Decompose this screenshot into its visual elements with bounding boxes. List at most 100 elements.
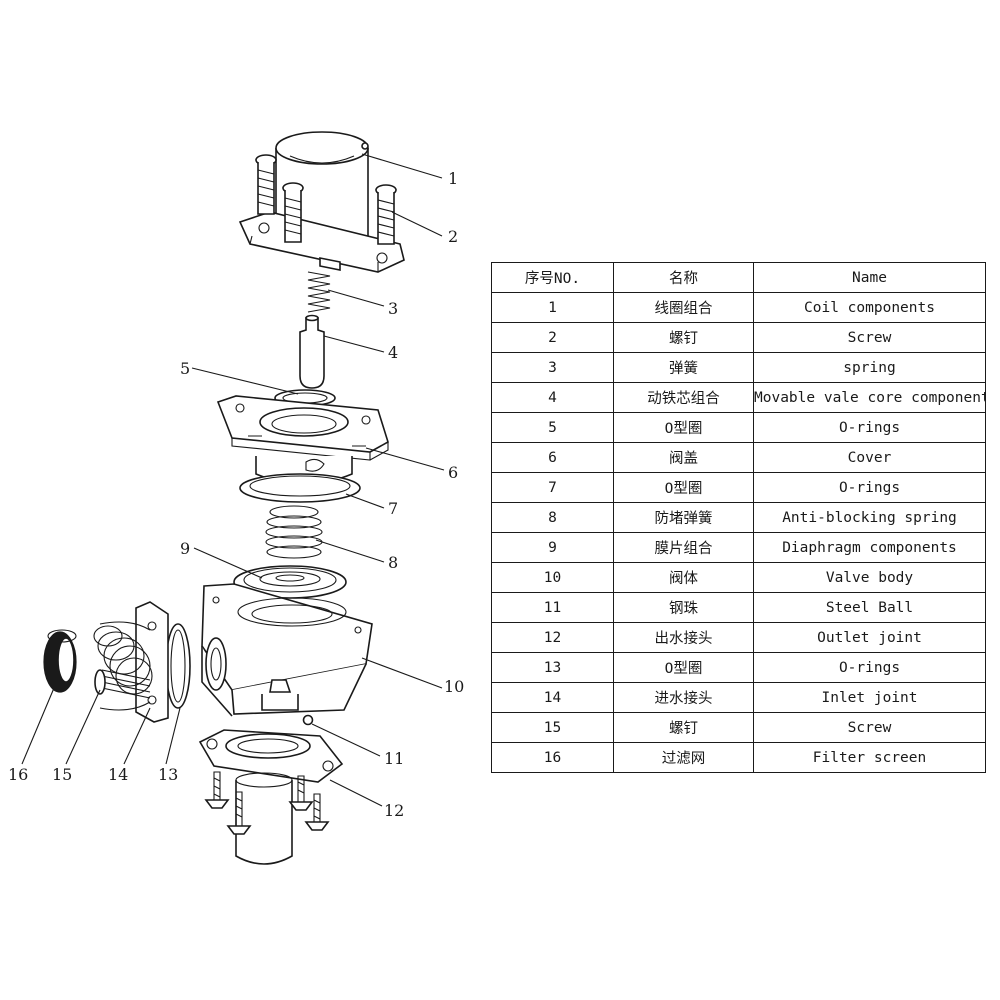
cell-name: Screw bbox=[753, 322, 986, 353]
cover-component bbox=[216, 395, 389, 485]
cell-cn-name: 膜片组合 bbox=[613, 532, 754, 563]
cell-cn-name: 钢珠 bbox=[613, 592, 754, 623]
screw bbox=[304, 793, 330, 831]
cell-name: Steel Ball bbox=[753, 592, 986, 623]
screw bbox=[288, 775, 314, 811]
callout-5: 5 bbox=[180, 359, 190, 378]
header-cn-name: 名称 bbox=[613, 262, 754, 293]
cell-name: Valve body bbox=[753, 562, 986, 593]
cell-no: 5 bbox=[491, 412, 614, 443]
cell-no: 9 bbox=[491, 532, 614, 563]
cell-cn-name: O型圈 bbox=[613, 652, 754, 683]
cell-name: Outlet joint bbox=[753, 622, 986, 653]
cell-cn-name: O型圈 bbox=[613, 412, 754, 443]
exploded-view-diagram: 1 2 3 4 5 6 7 8 9 10 11 12 13 14 15 16 bbox=[8, 131, 464, 865]
callout-10: 10 bbox=[444, 677, 464, 696]
cell-no: 14 bbox=[491, 682, 614, 713]
o-ring-cover bbox=[239, 473, 361, 503]
cell-no: 12 bbox=[491, 622, 614, 653]
cell-name: O-rings bbox=[753, 652, 986, 683]
cell-cn-name: 阀盖 bbox=[613, 442, 754, 473]
cell-no: 11 bbox=[491, 592, 614, 623]
cell-no: 4 bbox=[491, 382, 614, 413]
cell-name: O-rings bbox=[753, 412, 986, 443]
table-header-row: 序号NO. 名称 Name bbox=[491, 262, 986, 293]
callout-1: 1 bbox=[448, 169, 458, 188]
spring-component bbox=[307, 271, 331, 313]
screw bbox=[282, 182, 304, 243]
cell-cn-name: 动铁芯组合 bbox=[613, 382, 754, 413]
cell-cn-name: 螺钉 bbox=[613, 712, 754, 743]
filter-screen-component bbox=[43, 629, 77, 693]
callout-7: 7 bbox=[388, 499, 398, 518]
callout-4: 4 bbox=[388, 343, 398, 362]
callout-labels: 1 2 3 4 5 6 7 8 9 10 11 12 13 14 15 16 bbox=[8, 169, 464, 820]
cell-name: Inlet joint bbox=[753, 682, 986, 713]
cell-no: 7 bbox=[491, 472, 614, 503]
callout-11: 11 bbox=[384, 749, 404, 768]
screw bbox=[204, 771, 230, 809]
cell-no: 6 bbox=[491, 442, 614, 473]
callout-9: 9 bbox=[180, 539, 190, 558]
callout-2: 2 bbox=[448, 227, 458, 246]
cell-no: 13 bbox=[491, 652, 614, 683]
header-no: 序号NO. bbox=[491, 262, 614, 293]
steel-ball-component bbox=[302, 714, 314, 726]
cell-no: 8 bbox=[491, 502, 614, 533]
cell-cn-name: 线圈组合 bbox=[613, 292, 754, 323]
cell-no: 16 bbox=[491, 742, 614, 773]
callout-8: 8 bbox=[388, 553, 398, 572]
coil-mounting-plate bbox=[238, 211, 405, 273]
cell-cn-name: 弹簧 bbox=[613, 352, 754, 383]
cell-name: Diaphragm components bbox=[753, 532, 986, 563]
leader-lines bbox=[21, 153, 445, 807]
cell-cn-name: 阀体 bbox=[613, 562, 754, 593]
cell-name: Movable vale core components bbox=[753, 382, 986, 413]
cell-cn-name: 过滤网 bbox=[613, 742, 754, 773]
valve-body-component bbox=[201, 583, 373, 717]
outlet-joint-component bbox=[198, 729, 344, 865]
cell-no: 1 bbox=[491, 292, 614, 323]
inlet-screw-component bbox=[94, 669, 151, 699]
callout-14: 14 bbox=[108, 765, 128, 784]
cell-no: 10 bbox=[491, 562, 614, 593]
callout-13: 13 bbox=[158, 765, 178, 784]
cell-name: Screw bbox=[753, 712, 986, 743]
movable-core-component bbox=[299, 314, 325, 389]
cell-name: Filter screen bbox=[753, 742, 986, 773]
cell-name: Coil components bbox=[753, 292, 986, 323]
screw bbox=[255, 154, 277, 215]
cell-cn-name: 进水接头 bbox=[613, 682, 754, 713]
cell-name: Cover bbox=[753, 442, 986, 473]
cell-name: O-rings bbox=[753, 472, 986, 503]
cell-cn-name: 防堵弹簧 bbox=[613, 502, 754, 533]
screw bbox=[226, 791, 252, 835]
callout-16: 16 bbox=[8, 765, 28, 784]
cell-name: spring bbox=[753, 352, 986, 383]
cell-no: 15 bbox=[491, 712, 614, 743]
inlet-joint-component bbox=[93, 601, 169, 723]
cell-no: 3 bbox=[491, 352, 614, 383]
screw-group bbox=[255, 154, 397, 245]
cell-name: Anti-blocking spring bbox=[753, 502, 986, 533]
header-name: Name bbox=[753, 262, 986, 293]
cell-no: 2 bbox=[491, 322, 614, 353]
o-ring-inlet bbox=[165, 623, 191, 709]
callout-3: 3 bbox=[388, 299, 398, 318]
cell-cn-name: 螺钉 bbox=[613, 322, 754, 353]
